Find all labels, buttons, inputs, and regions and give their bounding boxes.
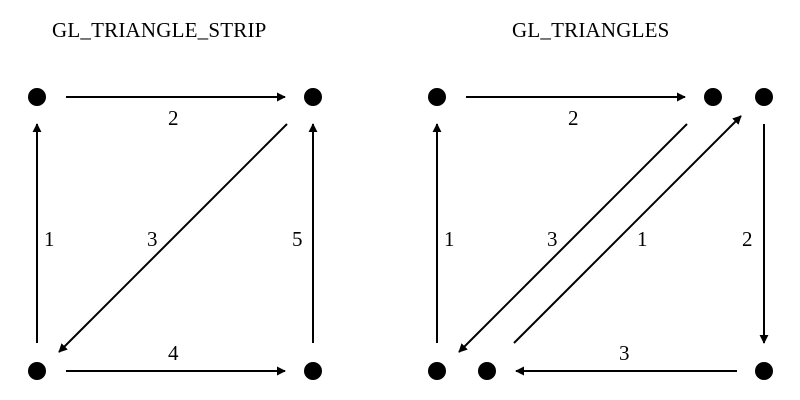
tris-label-diagonal-down: 3 xyxy=(547,227,558,251)
tris-vertex-top-right xyxy=(755,88,773,106)
strip-title: GL_TRIANGLE_STRIP xyxy=(52,18,267,42)
tris-label-right: 2 xyxy=(742,227,753,251)
strip-label-left: 1 xyxy=(44,227,55,251)
tris-vertex-bottom-right xyxy=(755,362,773,380)
triangles-panel: 1 2 3 1 2 3 xyxy=(428,88,773,380)
strip-vertex-top-left xyxy=(28,88,46,106)
strip-vertex-top-right xyxy=(304,88,322,106)
tris-edge-diagonal-down-arrow xyxy=(458,123,688,353)
tris-label-diagonal-up: 1 xyxy=(637,227,648,251)
tris-vertex-bottom-left xyxy=(428,362,446,380)
strip-vertex-bottom-right xyxy=(304,362,322,380)
tris-label-top: 2 xyxy=(568,106,579,130)
strip-vertex-bottom-left xyxy=(28,362,46,380)
strip-label-right: 5 xyxy=(292,227,303,251)
tris-label-left: 1 xyxy=(444,227,455,251)
strip-panel: 1 2 3 4 5 xyxy=(28,88,322,380)
tris-edge-diagonal-up-arrow xyxy=(513,115,742,344)
tris-vertex-bottom-mid xyxy=(478,362,496,380)
strip-label-bottom: 4 xyxy=(168,341,179,365)
tris-vertex-top-left xyxy=(428,88,446,106)
tris-label-bottom: 3 xyxy=(619,341,630,365)
tris-vertex-top-mid xyxy=(704,88,722,106)
triangles-title: GL_TRIANGLES xyxy=(512,18,670,42)
strip-label-diagonal: 3 xyxy=(147,227,158,251)
strip-label-top: 2 xyxy=(168,106,179,130)
strip-edge-diagonal-arrow xyxy=(58,123,288,353)
